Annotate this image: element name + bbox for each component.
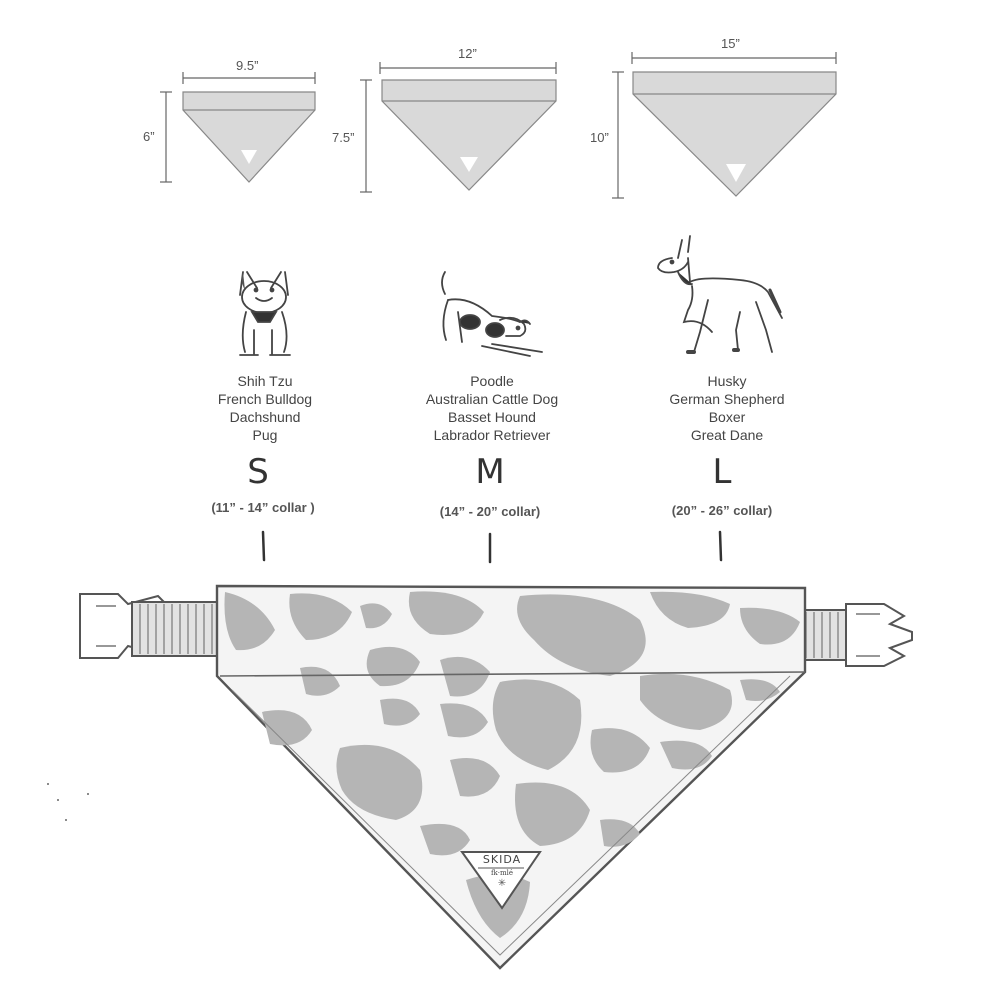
buckle-right-icon xyxy=(845,603,913,667)
svg-text:✳: ✳ xyxy=(498,878,506,889)
breed-item: Pug xyxy=(252,427,278,443)
walking-dog-icon xyxy=(657,235,783,354)
brand-signature: fk·mlé xyxy=(490,869,514,877)
bandana-collar-product: ✳ xyxy=(79,584,913,970)
breed-item: Labrador Retriever xyxy=(433,427,551,443)
breed-item: Shih Tzu xyxy=(237,373,293,389)
large-bandana-diagram xyxy=(612,52,837,199)
breed-item: Poodle xyxy=(470,373,514,389)
medium-breed-list: Poodle Australian Cattle Dog Basset Houn… xyxy=(382,372,602,444)
small-breed-list: Shih Tzu French Bulldog Dachshund Pug xyxy=(155,372,375,444)
breed-item: Husky xyxy=(707,373,747,389)
small-bandana-diagram xyxy=(160,72,316,183)
medium-bandana-diagram xyxy=(360,62,557,193)
medium-collar-range: (14” - 20” collar) xyxy=(439,504,541,519)
brand-logo: SKIDA xyxy=(482,853,522,866)
large-collar-range: (20” - 26” collar) xyxy=(671,503,773,518)
skida-badge-icon xyxy=(460,851,542,910)
size-large-letter: L xyxy=(712,452,732,492)
stretching-dog-icon xyxy=(441,271,543,357)
medium-width-label: 12” xyxy=(458,46,477,61)
breed-item: Boxer xyxy=(708,409,746,425)
breed-item: Basset Hound xyxy=(448,409,536,425)
large-width-label: 15” xyxy=(721,36,740,51)
breed-item: Australian Cattle Dog xyxy=(425,391,559,407)
large-breed-list: Husky German Shepherd Boxer Great Dane xyxy=(617,372,837,444)
breed-item: French Bulldog xyxy=(217,391,313,407)
medium-height-label: 7.5” xyxy=(332,130,355,145)
sitting-bulldog-icon xyxy=(239,271,291,356)
small-collar-range: (11” - 14” collar ) xyxy=(211,500,315,515)
large-height-label: 10” xyxy=(590,130,609,145)
breed-item: Great Dane xyxy=(690,427,764,443)
breed-item: German Shepherd xyxy=(669,391,785,407)
size-medium-letter: M xyxy=(475,452,505,492)
size-small-letter: S xyxy=(247,452,269,492)
small-height-label: 6” xyxy=(143,129,155,144)
breed-item: Dachshund xyxy=(229,409,301,425)
small-width-label: 9.5” xyxy=(236,58,259,73)
